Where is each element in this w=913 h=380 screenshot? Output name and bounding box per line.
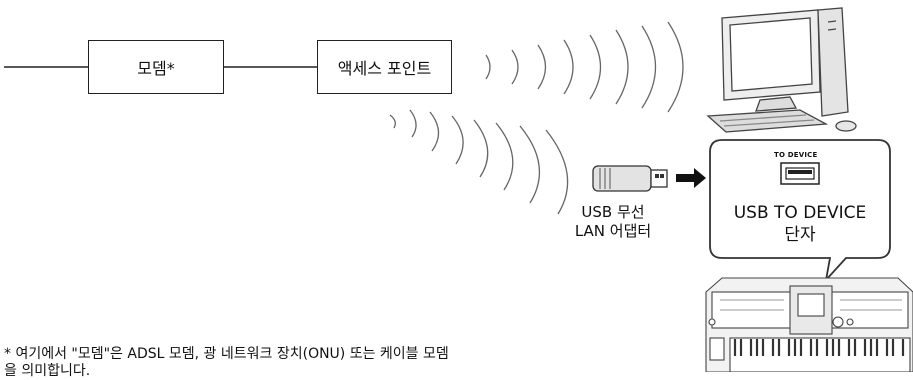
modem-label: 모뎀* <box>137 59 175 78</box>
callout-bubble <box>709 139 891 283</box>
arrow-right-icon <box>676 168 706 188</box>
wireless-signal-icon-2 <box>389 109 569 215</box>
footnote: * 여기에서 "모뎀"은 ADSL 모뎀, 광 네트워크 장치(ONU) 또는 … <box>4 346 449 380</box>
computer-icon <box>706 7 857 133</box>
callout-line1: USB TO DEVICE <box>733 203 867 223</box>
callout-text: USB TO DEVICE 단자 <box>712 202 888 246</box>
access-point-label: 액세스 포인트 <box>337 59 432 78</box>
access-point-box: 액세스 포인트 <box>317 40 452 94</box>
footnote-line1: * 여기에서 "모뎀"은 ADSL 모뎀, 광 네트워크 장치(ONU) 또는 … <box>4 346 449 362</box>
modem-box: 모뎀* <box>88 40 224 94</box>
diagram-drawing <box>4 7 913 372</box>
adapter-label-line1: USB 무선 <box>581 203 645 221</box>
adapter-label-line2: LAN 어댑터 <box>574 222 652 240</box>
port-label: TO DEVICE <box>774 151 818 159</box>
keyboard-instrument-icon <box>705 277 913 372</box>
network-diagram: 모뎀* 액세스 포인트 USB 무선 LAN 어댑터 TO DEVICE USB… <box>4 7 913 379</box>
adapter-label: USB 무선 LAN 어댑터 <box>558 203 668 241</box>
usb-adapter-icon <box>592 165 668 192</box>
usb-port-icon <box>780 162 820 185</box>
wireless-signal-icon <box>485 21 684 113</box>
callout-line2: 단자 <box>784 225 816 245</box>
